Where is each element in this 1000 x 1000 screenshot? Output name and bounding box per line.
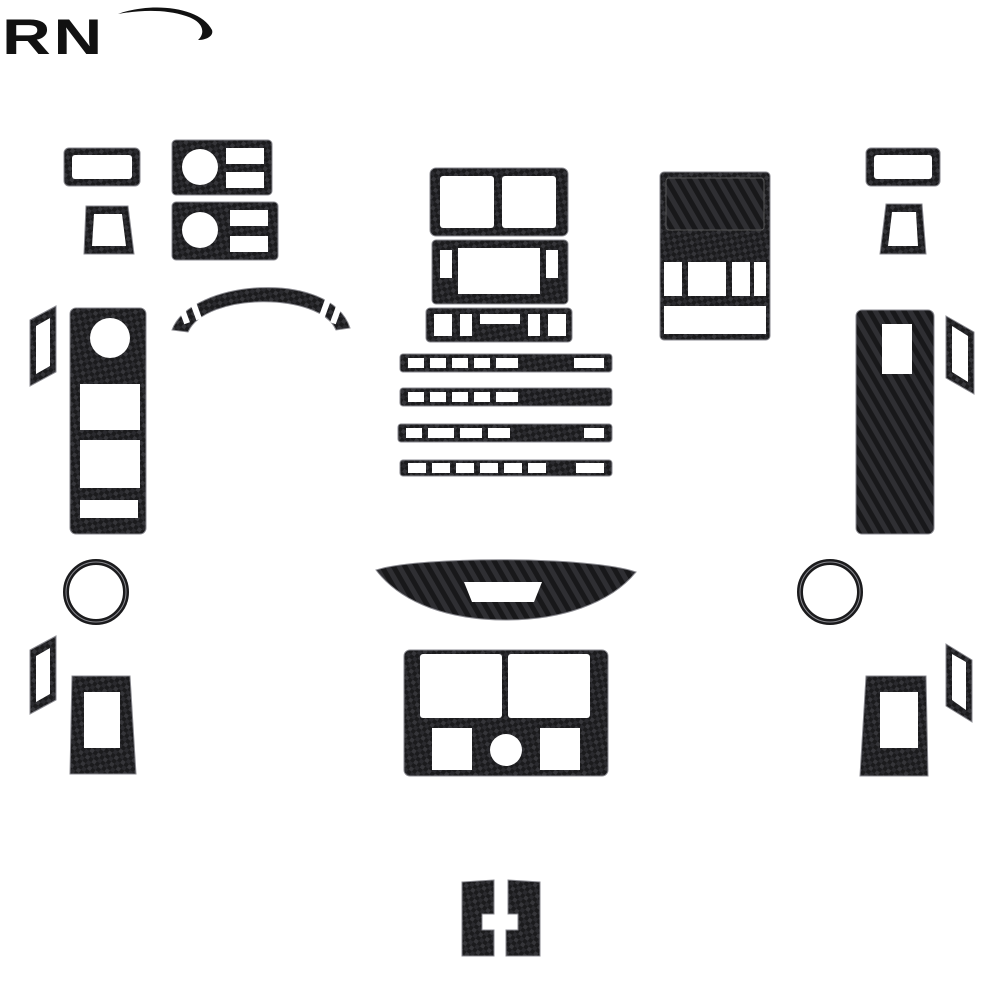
trim-right-console-panel <box>855 309 935 535</box>
trim-ring-left <box>63 559 129 625</box>
trim-center-radio-bezel <box>431 239 569 305</box>
trim-cup-top-left <box>83 205 135 255</box>
trim-left-console-panel <box>69 307 147 535</box>
trim-right-door-handle-upper <box>945 315 975 395</box>
trim-switch-panel-1 <box>171 139 273 196</box>
logo-swoosh-icon <box>118 7 213 40</box>
trim-center-vent-lower <box>403 649 609 777</box>
trim-dash-arc <box>375 559 637 621</box>
trim-frame-top-right <box>865 147 941 187</box>
trim-switch-strip-4 <box>399 459 613 477</box>
trim-right-window-switch <box>859 675 929 777</box>
trim-left-door-handle-lower <box>29 635 57 715</box>
trim-switch-strip-2 <box>399 387 613 407</box>
trim-cluster-hood <box>171 287 351 333</box>
trim-switch-panel-2 <box>171 201 279 261</box>
trim-navigation-frame <box>659 171 771 341</box>
trim-center-vent-top <box>429 167 569 237</box>
trim-bottom-pair <box>461 879 541 957</box>
trim-right-door-handle-lower <box>945 643 973 723</box>
trim-left-door-handle-upper <box>29 305 57 387</box>
trim-frame-top-left <box>63 147 141 187</box>
trim-ring-right <box>797 559 863 625</box>
brand-logo: RN <box>0 0 220 70</box>
trim-left-window-switch <box>69 675 137 775</box>
logo-text: RN <box>2 9 105 65</box>
trim-center-button-strip <box>425 307 573 343</box>
trim-cup-top-right <box>879 203 927 255</box>
trim-switch-strip-3 <box>397 423 613 443</box>
trim-switch-strip-1 <box>399 353 613 373</box>
